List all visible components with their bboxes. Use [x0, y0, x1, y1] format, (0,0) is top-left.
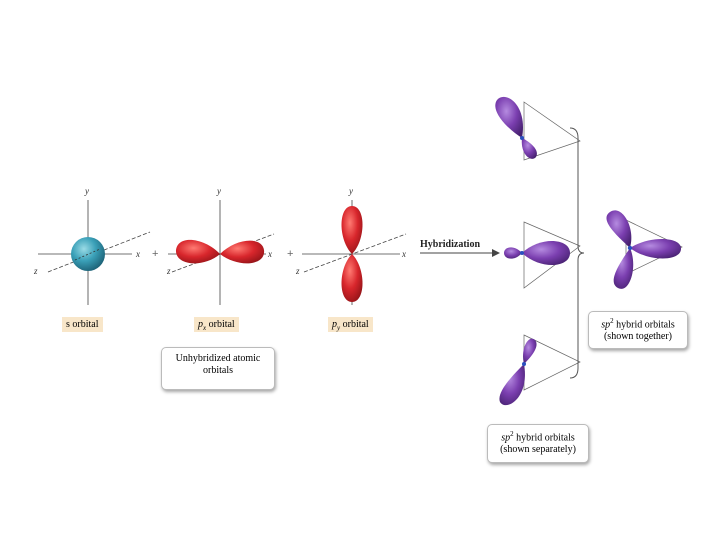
- px-axis-z: z: [166, 266, 171, 276]
- hybrid-orbital-middle: [504, 221, 581, 289]
- sp2-separate-label-box: sp2 hybrid orbitals (shown separately): [487, 424, 589, 463]
- brace: [569, 127, 585, 379]
- hybrid-orbital-top: [495, 96, 581, 161]
- py-axis-z: z: [295, 266, 300, 276]
- s-axis-x: x: [135, 249, 140, 259]
- s-orbital-group: y x z: [33, 186, 151, 305]
- px-orbital-group: y x z: [166, 186, 275, 305]
- px-lobe-left: [175, 239, 220, 264]
- px-tag-sub: x: [203, 324, 207, 332]
- py-tag-base: p: [332, 319, 337, 330]
- tog-sp: sp: [601, 319, 611, 331]
- py-orbital-group: y x z: [295, 186, 407, 305]
- s-axis-y: y: [84, 186, 89, 196]
- s-orbital-tag: s orbital: [62, 317, 103, 332]
- unhybridized-line1: Unhybridized atomic: [175, 353, 261, 364]
- arrowhead: [492, 249, 500, 257]
- px-tag-base: p: [198, 319, 203, 330]
- px-lobe-right: [220, 240, 265, 264]
- plus-sign-1: +: [152, 248, 158, 260]
- tog-line1: hybrid orbitals: [613, 319, 675, 331]
- sep-line2: (shown separately): [500, 444, 576, 456]
- s-orbital-sphere: [71, 237, 105, 271]
- hybrid-orbitals-together: [606, 210, 683, 289]
- hybrid-orbital-bottom: [499, 334, 581, 406]
- sep-sp: sp: [501, 432, 511, 444]
- sep-sup: 2: [510, 430, 514, 438]
- px-tag-rest: orbital: [206, 319, 235, 330]
- py-lobe-top: [341, 206, 363, 254]
- px-axis-x: x: [267, 249, 272, 259]
- unhybridized-line2: orbitals: [203, 365, 233, 376]
- px-orbital-tag: px orbital: [194, 317, 239, 332]
- plus-sign-2: +: [287, 248, 293, 260]
- tog-line2: (shown together): [603, 331, 673, 343]
- py-lobe-bottom: [341, 254, 363, 302]
- sep-line1: hybrid orbitals: [513, 432, 575, 444]
- py-axis-x: x: [401, 249, 406, 259]
- py-orbital-tag: py orbital: [328, 317, 373, 332]
- unhybridized-label-box: Unhybridized atomic orbitals: [161, 347, 275, 390]
- hybridization-label: Hybridization: [420, 239, 481, 250]
- py-axis-y: y: [348, 186, 353, 196]
- s-axis-z: z: [33, 266, 38, 276]
- sp2-together-label-box: sp2 hybrid orbitals (shown together): [588, 311, 688, 349]
- py-tag-sub: y: [337, 324, 341, 332]
- tog-sup: 2: [610, 317, 614, 325]
- px-axis-y: y: [216, 186, 221, 196]
- py-tag-rest: orbital: [340, 319, 369, 330]
